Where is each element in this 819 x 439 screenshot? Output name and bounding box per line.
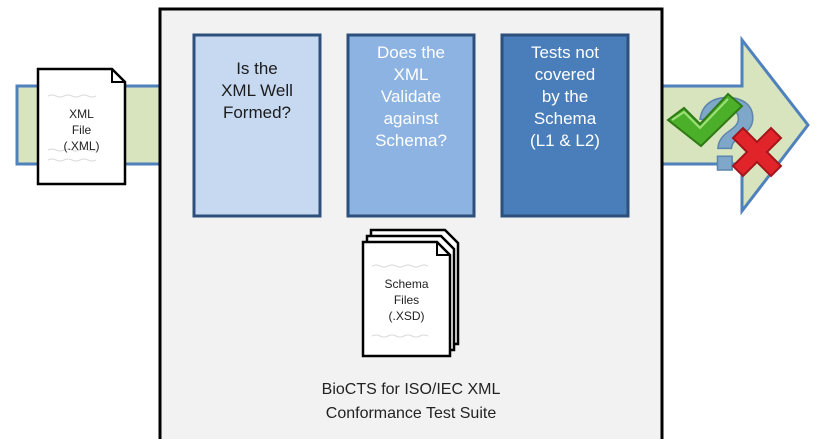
step-box-well-formed [192,33,322,218]
suite-title: BioCTS for ISO/IEC XML Conformance Test … [321,381,501,422]
xml-file-icon [36,67,127,186]
step-label-validate-schema: Does the XML Validate against Schema? [375,43,447,150]
step-label-extra-tests: Tests not covered by the Schema (L1 & L2… [530,43,600,150]
schema-files-label: Schema Files (.XSD) [384,277,429,323]
schema-files-icon [361,228,460,358]
check-icon [666,92,744,148]
step-label-well-formed: Is the XML Well Formed? [221,59,293,122]
step-box-validate-schema [346,33,476,218]
cross-icon [731,126,783,178]
xml-file-label: XML File (.XML) [63,107,100,153]
step-box-extra-tests [500,33,630,218]
